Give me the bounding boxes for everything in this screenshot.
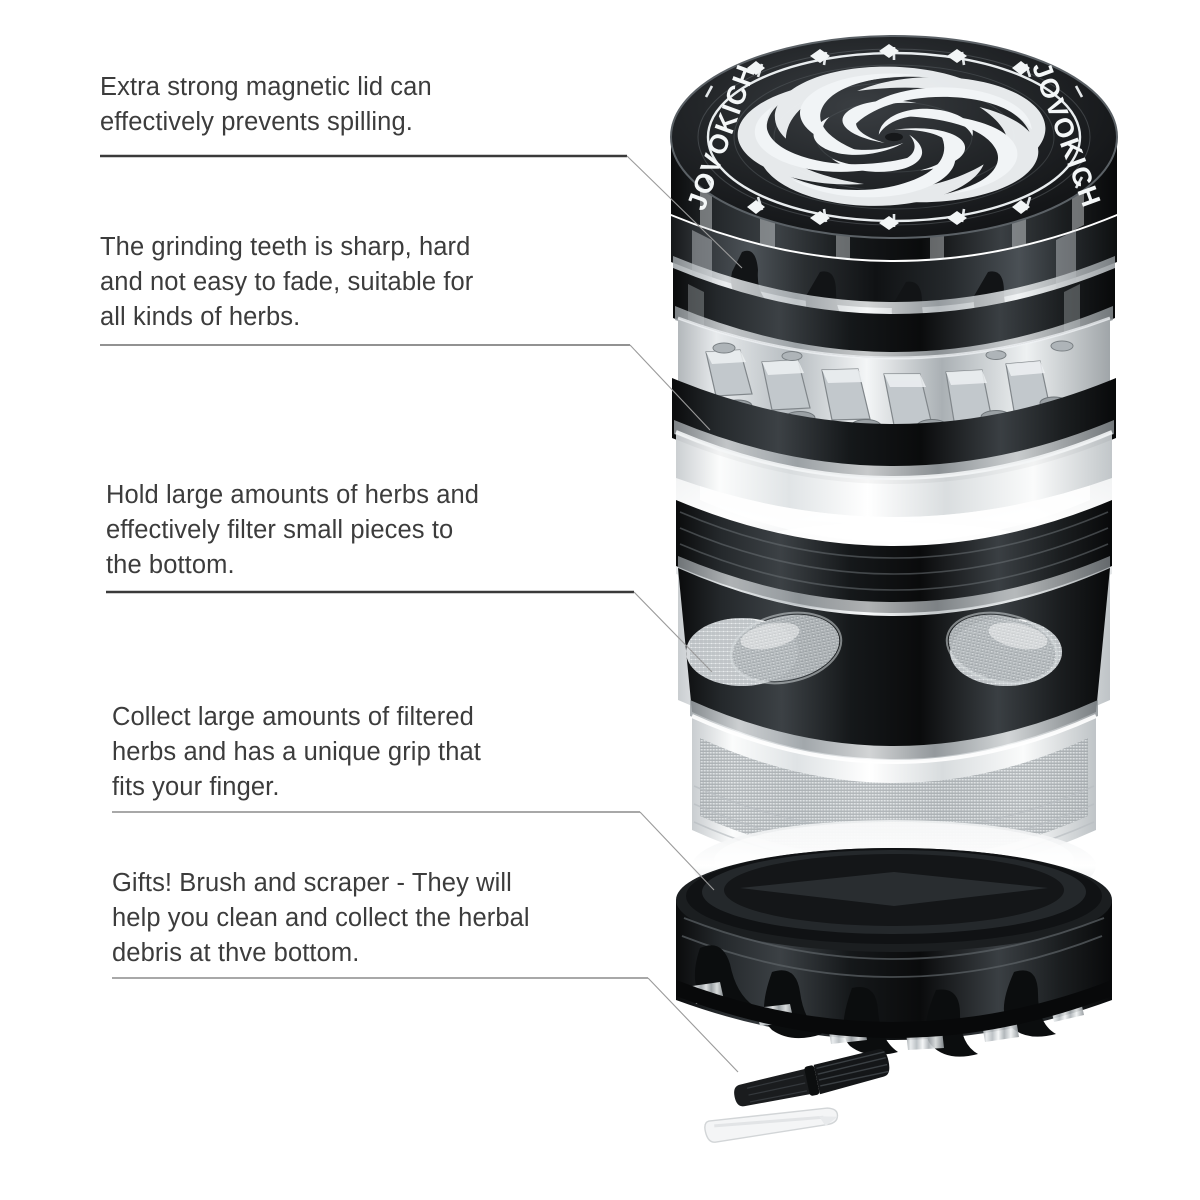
callout-magnetic-lid-text: Extra strong magnetic lid can effectivel… <box>100 73 432 137</box>
callout-herb-chamber: Hold large amounts of herbs and effectiv… <box>106 478 636 584</box>
callout-accessories: Gifts! Brush and scraper - They will hel… <box>112 866 672 972</box>
callout-grinding-teeth: The grinding teeth is sharp, hard and no… <box>100 230 620 336</box>
callout-collection-chamber: Collect large amounts of filtered herbs … <box>112 700 642 806</box>
accessory-scraper <box>704 1107 839 1143</box>
grinder-base <box>676 848 1112 1057</box>
callout-magnetic-lid: Extra strong magnetic lid can effectivel… <box>100 70 620 140</box>
grinder-lid: JOVOKICH JOVOKICH <box>670 35 1118 278</box>
tribal-swirl-engraving <box>737 66 1046 206</box>
clear-herb-chamber <box>672 378 1116 616</box>
callout-collection-chamber-text: Collect large amounts of filtered herbs … <box>112 703 481 802</box>
callout-accessories-text: Gifts! Brush and scraper - They will hel… <box>112 869 530 968</box>
accessory-brush <box>734 1049 890 1107</box>
callout-grinding-teeth-text: The grinding teeth is sharp, hard and no… <box>100 233 474 332</box>
grinding-teeth-chamber <box>671 216 1117 431</box>
callout-herb-chamber-text: Hold large amounts of herbs and effectiv… <box>106 481 480 580</box>
